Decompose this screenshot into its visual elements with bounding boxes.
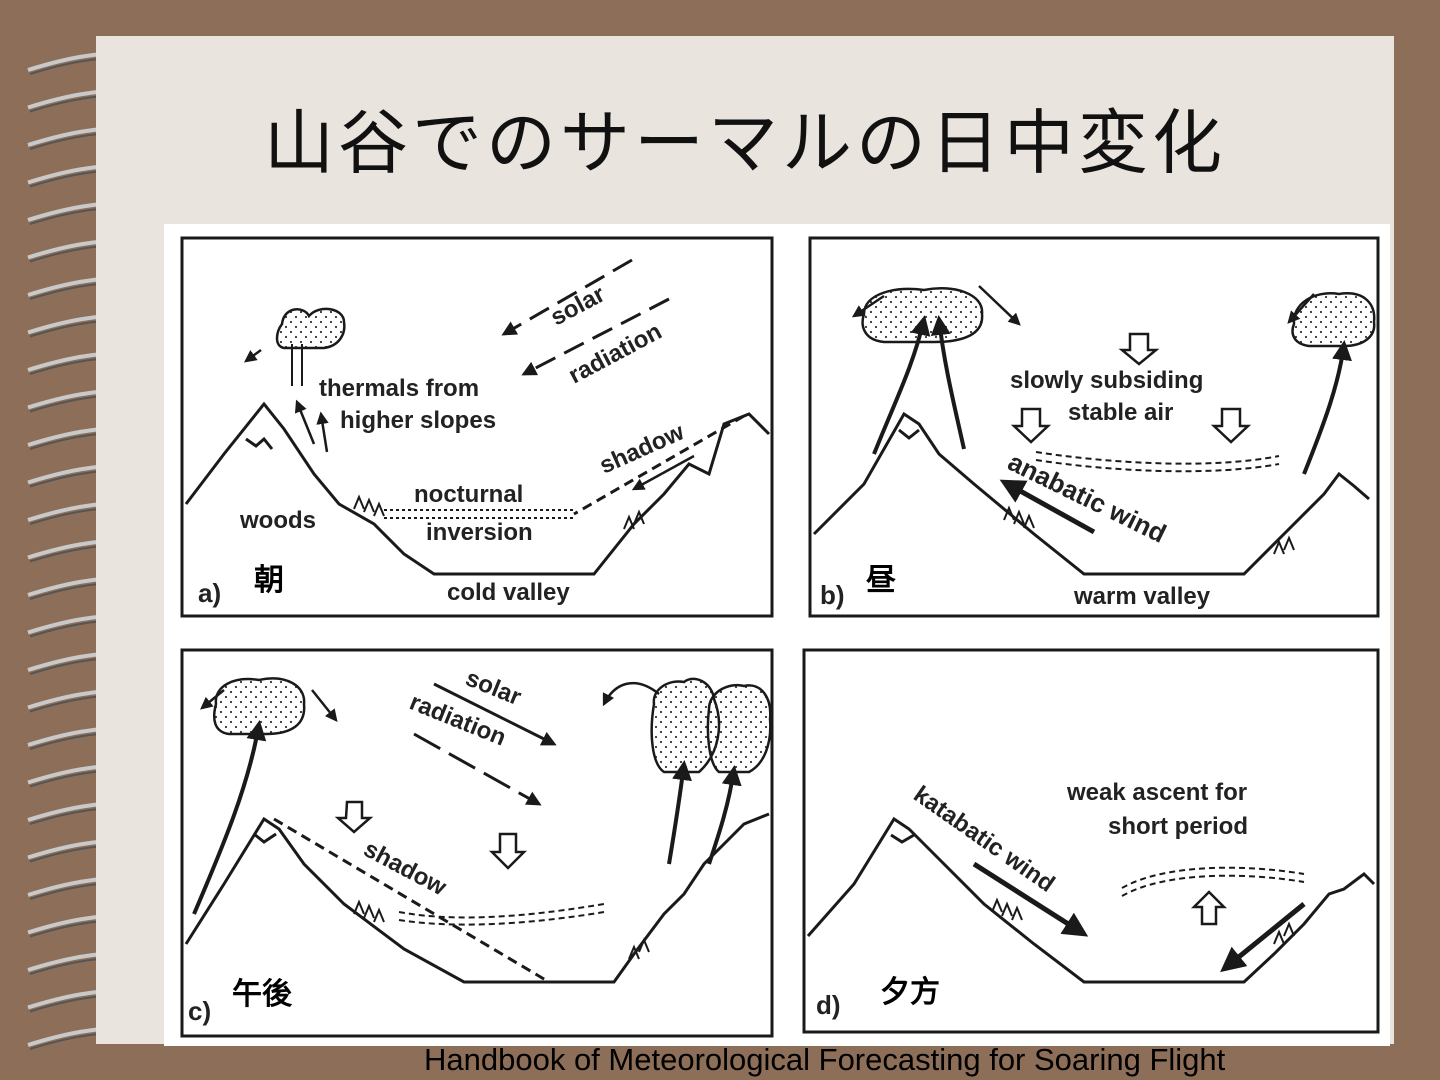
- panel-b-left-cloud: [861, 287, 984, 344]
- panel-c-subsiding-arrow-1: [334, 800, 374, 834]
- panel-a-woods-trees: [353, 494, 385, 517]
- panel-a-thermals-label-1: thermals from: [319, 375, 479, 402]
- panel-d-inversion-lines: [1121, 866, 1305, 897]
- panel-a-right-trees: [623, 509, 645, 530]
- panel-c-solar-arrow-2: [413, 732, 542, 806]
- panel-c: [180, 648, 774, 1038]
- panel-a-cloud-arrow: [243, 348, 262, 363]
- panel-d-letter: d): [816, 990, 841, 1020]
- panel-c-outflow-arrow-3: [602, 682, 660, 707]
- panel-b-right-trees: [1273, 535, 1295, 555]
- panel-b-valley-label: warm valley: [1073, 583, 1211, 610]
- valley-thermal-diagram: solar radiation thermals from higher slo…: [180, 236, 1380, 1038]
- panel-d-ascent-label-2: short period: [1108, 813, 1248, 840]
- panel-a-shadow-line: [573, 414, 745, 516]
- slide-title: 山谷でのサーマルの日中変化: [264, 102, 1226, 184]
- panel-a-solar-arrow-1: [501, 258, 633, 336]
- panel-a-shadow-arrow: [631, 454, 695, 491]
- panel-a-solar-arrow-2: [521, 297, 670, 376]
- panel-a-inversion-label: inversion: [426, 519, 533, 546]
- panel-b-thermal-arrow-1: [872, 315, 931, 455]
- panel-d-ascent-label-1: weak ascent for: [1066, 779, 1247, 806]
- panel-b-frame: [808, 236, 1380, 618]
- panel-b-anabatic-arrow: [999, 479, 1096, 535]
- panel-d-time-label: 夕方: [880, 975, 940, 1010]
- panel-d-frame: [802, 648, 1380, 1034]
- panel-c-shadow-label: shadow: [359, 835, 451, 901]
- panel-b-outflow-arrow-3: [1287, 293, 1315, 324]
- panel-c-thermal-arrow-right-2: [707, 765, 742, 865]
- panel-a-woods-label: woods: [239, 507, 316, 534]
- panel-c-right-cloud-2: [706, 683, 772, 774]
- panel-c-subsiding-arrow-2: [488, 832, 528, 870]
- panel-b-snowcap: [898, 428, 920, 440]
- panel-b-subsiding-label-1: slowly subsiding: [1010, 367, 1203, 394]
- panel-c-outflow-arrow-2: [311, 689, 338, 722]
- panel-d-trees: [991, 897, 1023, 921]
- panel-a-cumulus-cloud: [275, 307, 346, 350]
- panel-a-thermal-arrow-2: [316, 411, 329, 453]
- panel-b-right-cloud: [1291, 292, 1376, 348]
- panel-a-thermals-label-2: higher slopes: [340, 407, 496, 434]
- panel-a: [180, 236, 774, 618]
- panel-c-letter: c): [188, 996, 211, 1026]
- panel-b-trees: [1003, 505, 1035, 529]
- panel-d-ascent-arrow: [1190, 890, 1228, 926]
- panel-a-solar-label: solar: [546, 281, 609, 332]
- panel-c-solar-arrow-1: [433, 682, 557, 746]
- panel-d-right-down-arrow: [1220, 902, 1306, 973]
- panel-a-inversion-lines: [384, 509, 574, 519]
- panel-b-subsiding-arrow-2: [1010, 407, 1052, 444]
- panel-b-subsiding-label-2: stable air: [1068, 399, 1173, 426]
- panel-c-inversion-lines: [398, 903, 605, 926]
- panel-b: [808, 236, 1380, 618]
- panel-a-thermal-arrow-1: [294, 399, 316, 445]
- panel-d-katabatic-arrow: [972, 861, 1089, 937]
- panel-c-thermal-arrow-right-1: [667, 760, 692, 865]
- panel-a-letter: a): [198, 578, 221, 608]
- diagram-figure: solar radiation thermals from higher slo…: [164, 224, 1390, 1046]
- panel-a-shadow-label: shadow: [595, 418, 688, 479]
- panel-b-outflow-arrow-1: [851, 294, 885, 318]
- panel-c-time-label: 午後: [232, 977, 293, 1012]
- panel-d-terrain: [806, 816, 1376, 984]
- panel-d: [802, 648, 1380, 1034]
- panel-a-valley-label: cold valley: [447, 579, 570, 606]
- panel-c-snowcap: [253, 832, 277, 844]
- panel-c-outflow-arrow-1: [200, 689, 225, 710]
- panel-b-outflow-arrow-2: [978, 285, 1021, 326]
- panel-b-letter: b): [820, 580, 845, 610]
- panel-b-thermal-arrow-2: [930, 315, 966, 450]
- panel-a-snowcap: [245, 436, 274, 450]
- panel-d-right-trees: [1273, 921, 1295, 945]
- panel-a-nocturnal-label: nocturnal: [414, 481, 523, 508]
- panel-c-right-trees: [628, 937, 650, 960]
- panel-c-thermal-arrow-left: [192, 720, 267, 915]
- panel-b-inversion-lines: [1035, 451, 1280, 473]
- panel-b-subsiding-arrow-1: [1118, 332, 1160, 366]
- panel-d-snowcap: [890, 833, 915, 844]
- panel-a-radiation-label: radiation: [564, 318, 666, 389]
- panel-b-time-label: 昼: [866, 563, 896, 598]
- panel-a-cloud-stem: [291, 344, 303, 386]
- panel-c-terrain: [184, 812, 770, 984]
- panel-a-time-label: 朝: [254, 563, 284, 598]
- panel-b-thermal-arrow-3: [1302, 340, 1352, 475]
- panel-c-trees: [353, 899, 385, 923]
- panel-a-frame: [180, 236, 774, 618]
- panel-d-wind-label: katabatic wind: [909, 781, 1060, 898]
- source-caption: Handbook of Meteorological Forecasting f…: [424, 1042, 1226, 1077]
- panel-b-terrain: [812, 411, 1370, 576]
- panel-c-left-cloud: [212, 677, 306, 736]
- panel-a-terrain: [184, 401, 771, 576]
- panel-b-subsiding-arrow-3: [1210, 407, 1252, 444]
- panel-c-frame: [180, 648, 774, 1038]
- panel-c-shadow-line: [273, 817, 550, 984]
